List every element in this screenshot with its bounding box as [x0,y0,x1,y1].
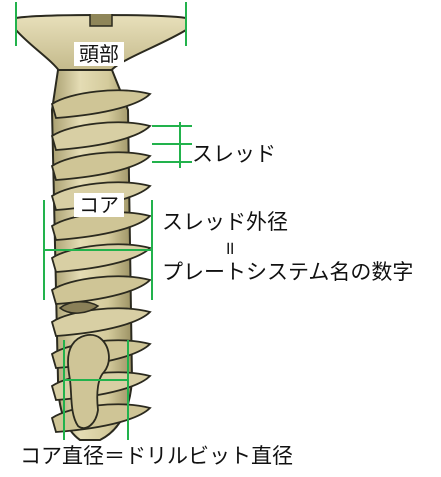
thread-ridge [50,211,152,241]
label-core: コア [74,193,124,217]
label-thread: スレッド [192,142,276,166]
label-bottom-formula: コア直径＝ドリルビット直径 [20,444,293,468]
measurement-lines [15,2,192,440]
label-equals-vertical: ॥ [224,238,235,259]
head-slot [89,14,113,27]
screw-thread-gap [58,301,100,314]
thread-ridge [50,151,152,181]
thread-ridge [50,89,152,119]
thread-ridge [50,121,152,151]
label-outer-diameter: スレッド外径 [162,210,288,234]
label-head: 頭部 [74,42,124,66]
label-plate-system: プレートシステム名の数字 [162,260,414,284]
screw-threads [50,89,152,433]
thread-ridge [50,275,152,305]
